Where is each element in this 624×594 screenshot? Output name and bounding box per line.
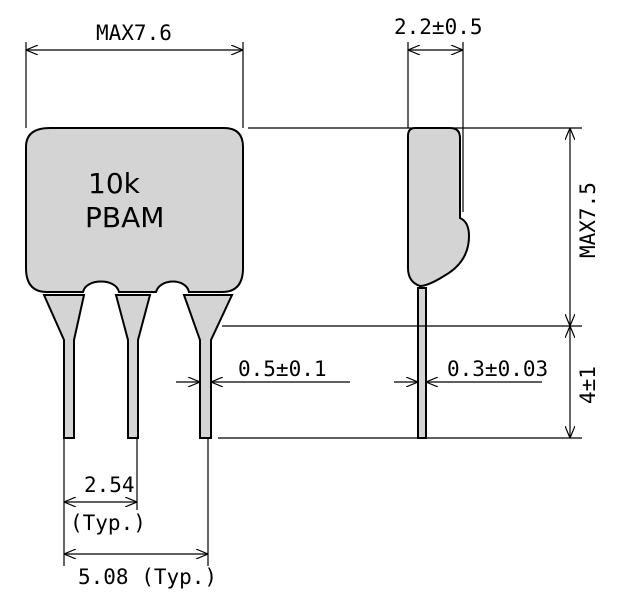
resistor-body — [25, 127, 244, 293]
dim-pitch: 2.54 — [84, 473, 135, 497]
marking-value: 10k — [88, 167, 141, 200]
side-view — [407, 127, 471, 439]
dim-body-height: MAX7.5 — [576, 182, 600, 258]
lead-2 — [114, 294, 152, 439]
dim-pitch-note: (Typ.) — [70, 511, 146, 535]
marking-part-number: PBAM — [85, 201, 164, 234]
dim-thickness: 2.2±0.5 — [394, 15, 483, 39]
front-view — [25, 127, 244, 439]
dim-body-width: MAX7.6 — [96, 21, 172, 45]
dimension-lines — [25, 42, 582, 566]
side-lead — [417, 287, 427, 439]
lead-1 — [42, 294, 86, 439]
dim-lead-width: 0.5±0.1 — [238, 357, 327, 381]
dim-lead-thickness: 0.3±0.03 — [447, 357, 548, 381]
lead-3 — [182, 294, 234, 439]
side-body — [407, 127, 471, 288]
dim-span: 5.08 (Typ.) — [78, 565, 217, 589]
dim-lead-length: 4±1 — [576, 366, 600, 404]
